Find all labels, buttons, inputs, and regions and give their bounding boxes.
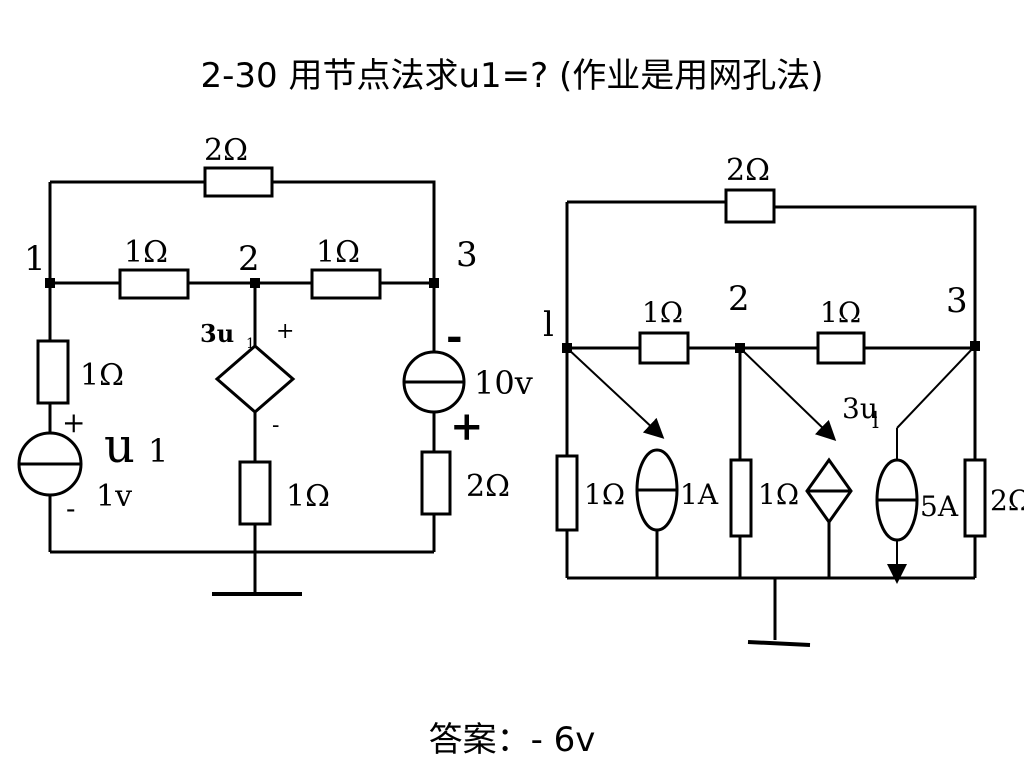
right-resistor-23 [816,331,866,365]
left-resistor-23 [310,268,382,300]
left-wire-top [50,180,436,283]
left-resistor-right [420,450,452,516]
left-circuit: 1 2 3 2Ω 1Ω 1Ω 1Ω + - u 1 1v 3u 1 + - 1Ω [17,133,533,596]
right-resistor-right-label: 2Ω [990,484,1024,517]
left-dep-source-minus: - [272,413,279,438]
right-5a-wire-diag [896,345,976,429]
right-resistor-mid-label: 1Ω [758,478,799,511]
left-resistor-mid [238,460,272,526]
left-resistor-12 [118,268,190,300]
left-10v-label: 10v [474,364,533,402]
left-node-1-dot [45,278,55,288]
left-u1-plus: + [62,406,85,439]
right-node-2-label: 2 [728,279,750,319]
left-node-1-label: 1 [24,239,46,279]
left-resistor-12-label: 1Ω [124,235,168,270]
left-dep-source-label: 3u [200,319,234,348]
right-resistor-12 [638,331,690,365]
left-u1-sub: 1 [148,432,168,470]
right-dep-source-sub: l [872,409,879,434]
left-u1-minus: - [66,492,75,525]
right-resistor-left [555,454,579,532]
right-ground-icon [747,640,811,647]
right-resistor-top-label: 2Ω [726,153,770,188]
left-resistor-left [36,339,70,405]
left-dependent-source-icon [214,344,296,414]
left-node-3-label: 3 [456,235,478,275]
left-node-2-label: 2 [238,239,260,279]
right-wire-top [567,200,977,346]
left-resistor-top [203,166,274,198]
left-resistor-23-label: 1Ω [316,235,360,270]
right-resistor-right [963,458,987,538]
right-resistor-left-label: 1Ω [584,478,625,511]
slide-title: 2-30 用节点法求u1=? (作业是用网孔法) [200,56,824,96]
right-resistor-23-label: 1Ω [820,296,861,329]
right-node-3-label: 3 [946,281,968,321]
left-10v-minus: - [446,313,463,360]
left-u1-name: u [104,418,135,474]
right-5a-label: 5A [920,490,959,523]
right-resistor-top [724,188,776,224]
left-dep-source-plus: + [276,319,294,344]
left-10v-plus: + [450,403,484,450]
right-resistor-12-label: 1Ω [642,296,683,329]
left-node-3-dot [429,278,439,288]
right-resistor-mid [729,458,753,538]
right-node-1-label: l [543,305,554,345]
right-dep-source-label: 3u [842,392,878,425]
answer-text: 答案：- 6v [428,720,596,760]
left-resistor-right-label: 2Ω [466,469,510,504]
left-resistor-mid-label: 1Ω [286,479,330,514]
left-dep-source-sub: 1 [246,336,255,352]
left-resistor-left-label: 1Ω [80,358,124,393]
right-1a-label: 1A [680,478,719,511]
right-dep-control-arrow [739,347,837,441]
left-resistor-top-label: 2Ω [204,133,248,168]
right-circuit: l 2 3 2Ω 1Ω 1Ω 1Ω 1A 1Ω 3u l [543,153,1024,647]
right-1a-control-arrow [566,347,665,439]
left-node-2-dot [250,278,260,288]
left-u1-value: 1v [96,479,132,514]
